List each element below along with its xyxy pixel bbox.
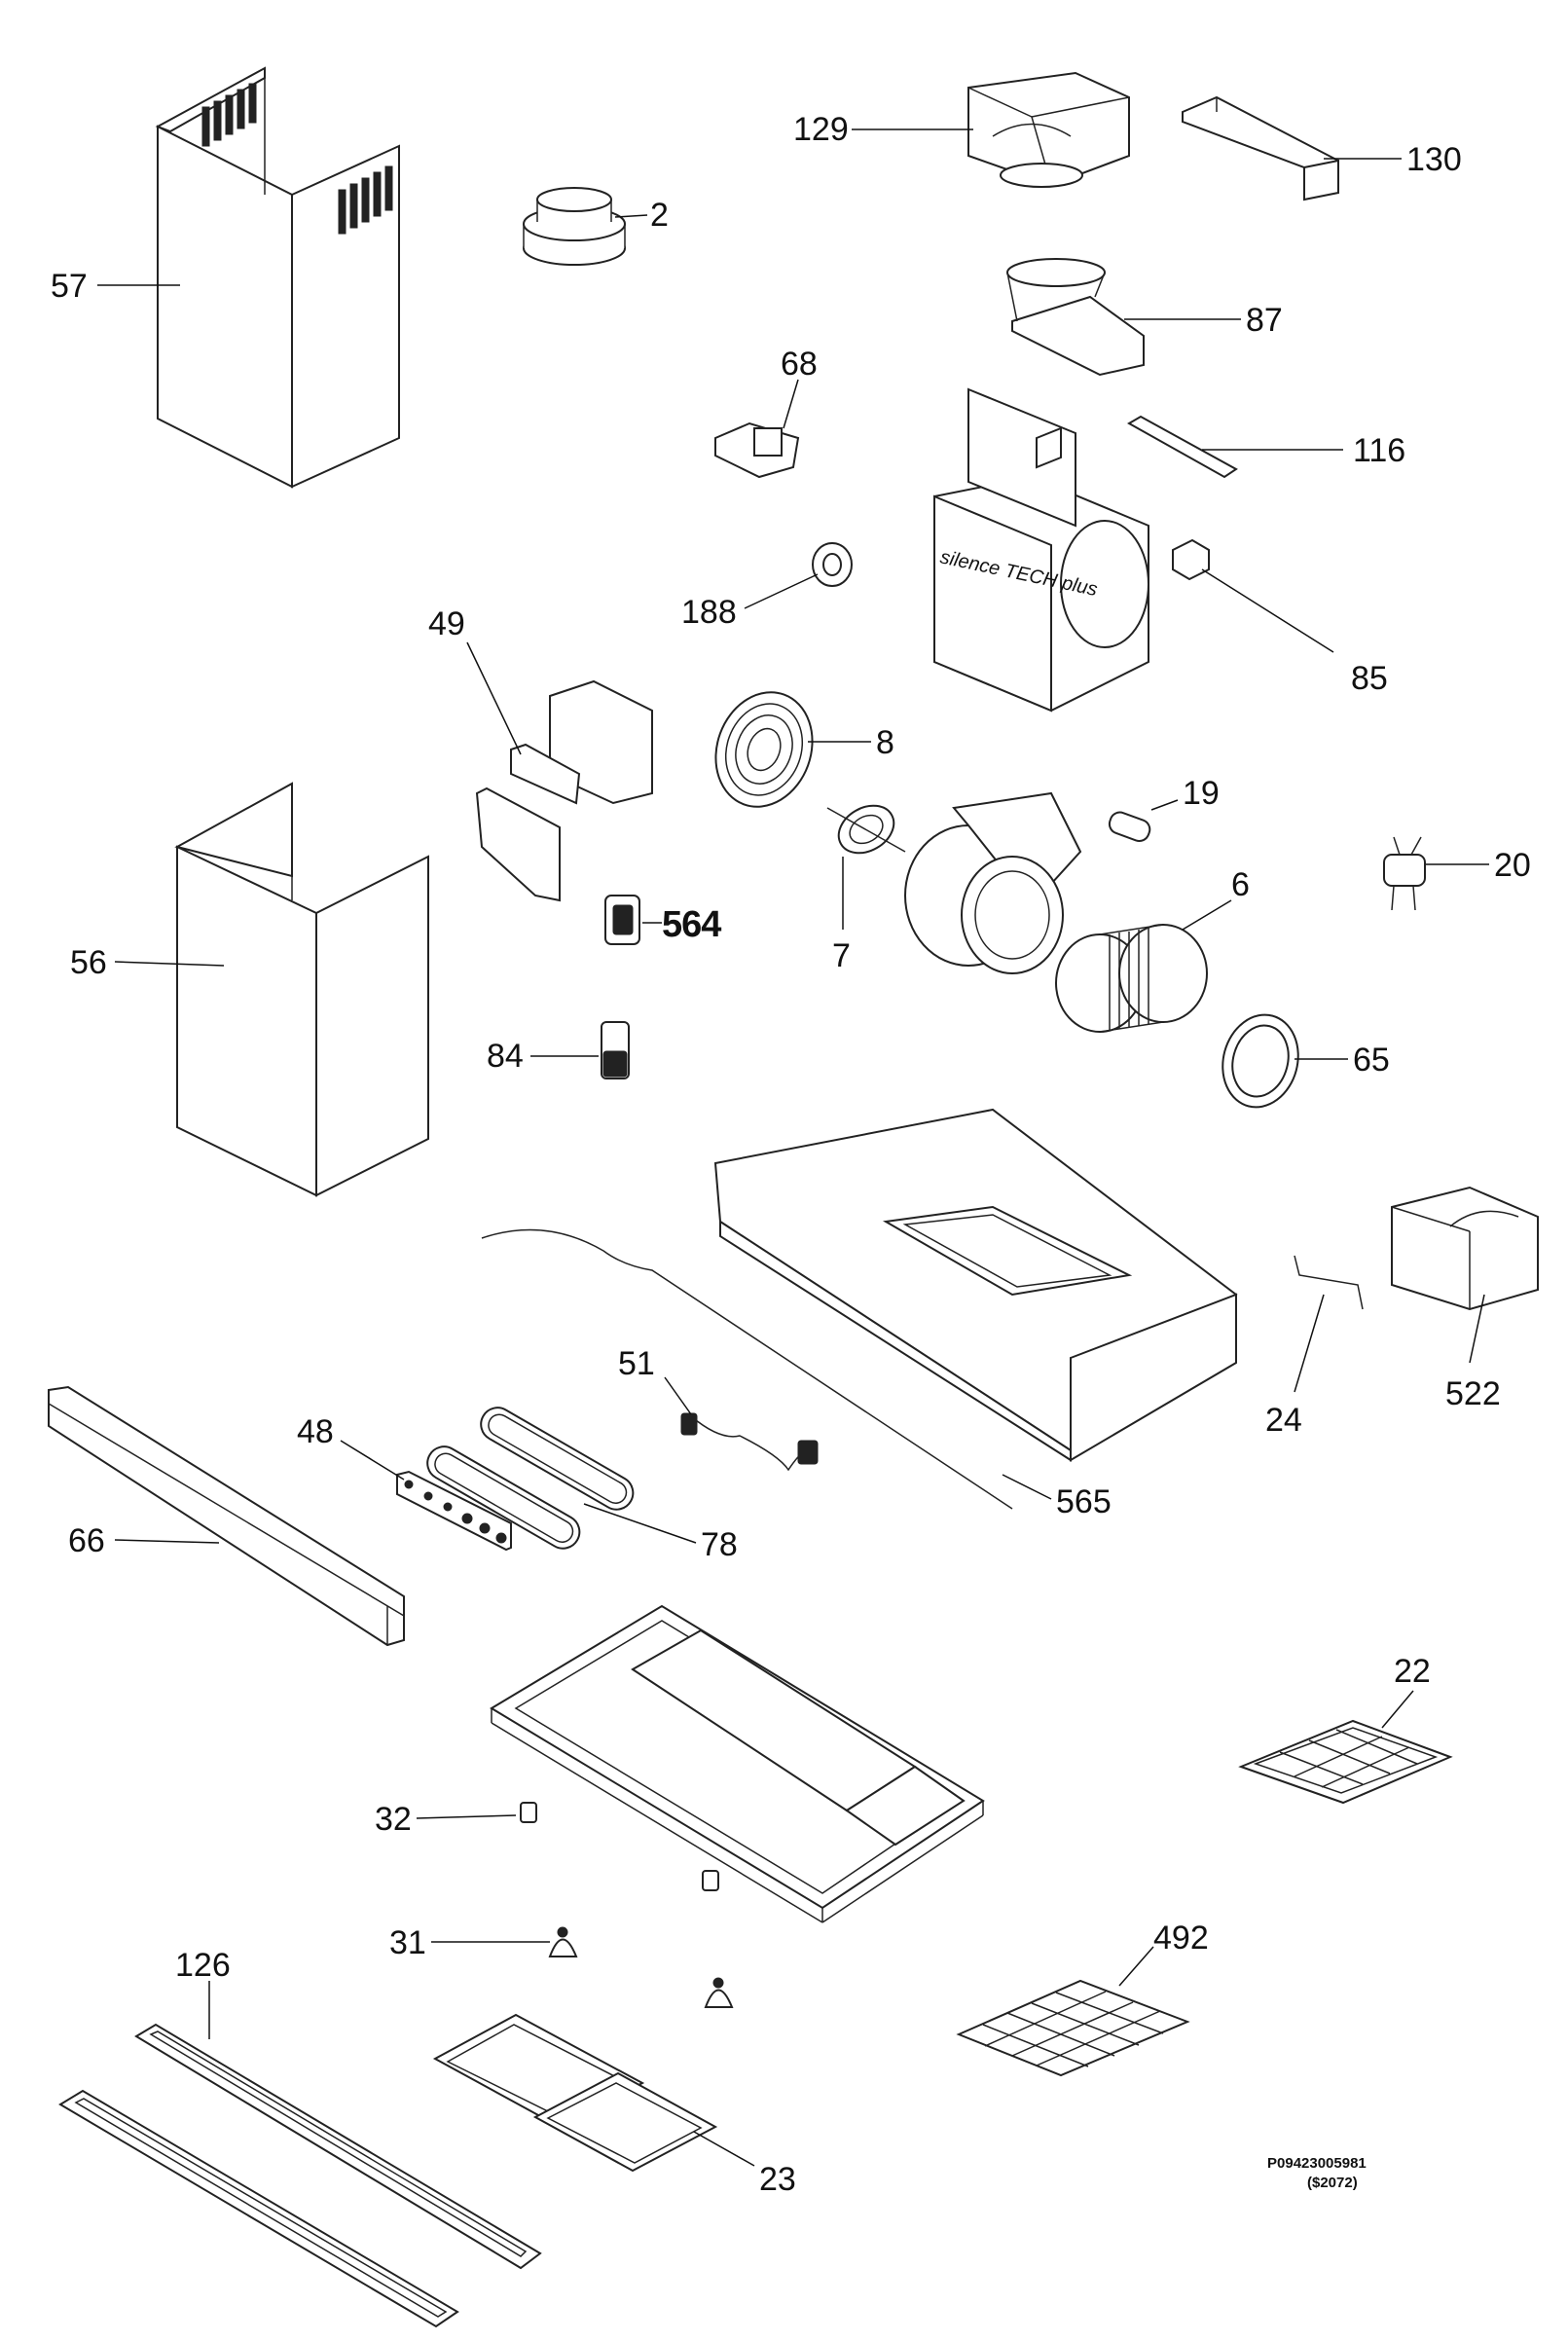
vent-slots-right — [338, 165, 393, 235]
part-23-filters — [432, 2013, 718, 2173]
label-522: 522 — [1445, 1375, 1501, 1412]
part-492-grease-filter — [956, 1979, 1190, 2077]
label-24: 24 — [1265, 1402, 1302, 1439]
part-7-motor — [826, 804, 906, 855]
label-56: 56 — [70, 944, 107, 981]
label-51: 51 — [618, 1345, 655, 1382]
part-66-front-strip — [48, 1385, 405, 1647]
part-blower-housing-box: silence TECH plus — [933, 387, 1149, 713]
label-7: 7 — [832, 937, 851, 974]
part-130-bracket — [1182, 95, 1340, 201]
label-492: 492 — [1153, 1920, 1209, 1957]
label-65: 65 — [1353, 1042, 1390, 1079]
label-130: 130 — [1406, 141, 1462, 178]
part-78-lenses — [426, 1407, 635, 1550]
part-85-clip — [1172, 538, 1210, 581]
label-126: 126 — [175, 1947, 231, 1984]
part-188-grommet — [812, 542, 853, 587]
label-23: 23 — [759, 2161, 796, 2198]
reference-code: P09423005981 — [1267, 2155, 1367, 2172]
part-116-strip — [1126, 415, 1238, 479]
part-19-capacitor — [1108, 811, 1151, 842]
label-48: 48 — [297, 1413, 334, 1450]
part-522-block — [1391, 1186, 1539, 1311]
label-85: 85 — [1351, 660, 1388, 697]
label-116: 116 — [1353, 432, 1405, 469]
part-87-transition — [1006, 258, 1145, 377]
part-51-harness — [680, 1412, 819, 1472]
vent-slots-left — [201, 83, 257, 147]
label-564: 564 — [662, 904, 721, 945]
label-188: 188 — [681, 594, 737, 631]
label-78: 78 — [701, 1526, 738, 1563]
label-87: 87 — [1246, 302, 1283, 339]
part-565-cord — [481, 1228, 1013, 1510]
part-bottom-tray — [490, 1604, 985, 1923]
part-129-diverter — [967, 71, 1130, 188]
label-49: 49 — [428, 605, 465, 642]
part-564-switch — [604, 895, 640, 945]
part-48-control-panel — [396, 1470, 512, 1552]
label-32: 32 — [375, 1801, 412, 1838]
part-6-blower-wheel — [1055, 924, 1208, 1033]
label-57: 57 — [51, 268, 88, 305]
label-6: 6 — [1231, 866, 1250, 903]
label-68: 68 — [781, 346, 818, 383]
label-2: 2 — [650, 197, 669, 234]
part-56-lower-chimney — [174, 782, 429, 1197]
label-31: 31 — [389, 1924, 426, 1961]
label-66: 66 — [68, 1522, 105, 1559]
part-65-inlet-ring — [1222, 1013, 1299, 1109]
label-20: 20 — [1494, 847, 1531, 884]
label-129: 129 — [793, 111, 849, 148]
part-68-module — [714, 421, 800, 479]
label-19: 19 — [1183, 775, 1220, 812]
part-blower-scroll — [904, 791, 1082, 974]
part-49-control-box — [475, 679, 653, 902]
part-2-duct-ring — [523, 187, 626, 266]
part-8-fan-grille — [714, 691, 814, 808]
part-hood-body — [713, 1108, 1238, 1462]
part-57-upper-chimney — [155, 66, 400, 489]
part-31-lamps — [548, 1926, 734, 2008]
part-32-clip — [520, 1802, 719, 1891]
part-22-charcoal-filter — [1238, 1719, 1453, 1805]
part-84-switch — [601, 1021, 630, 1079]
part-20-capacitor — [1383, 836, 1426, 911]
label-8: 8 — [876, 724, 894, 761]
label-22: 22 — [1394, 1653, 1431, 1690]
part-24-wire — [1294, 1255, 1364, 1310]
label-84: 84 — [487, 1038, 524, 1075]
label-565: 565 — [1056, 1483, 1112, 1520]
part-126-light-panels — [58, 2023, 542, 2328]
reference-price: ($2072) — [1307, 2175, 1358, 2191]
